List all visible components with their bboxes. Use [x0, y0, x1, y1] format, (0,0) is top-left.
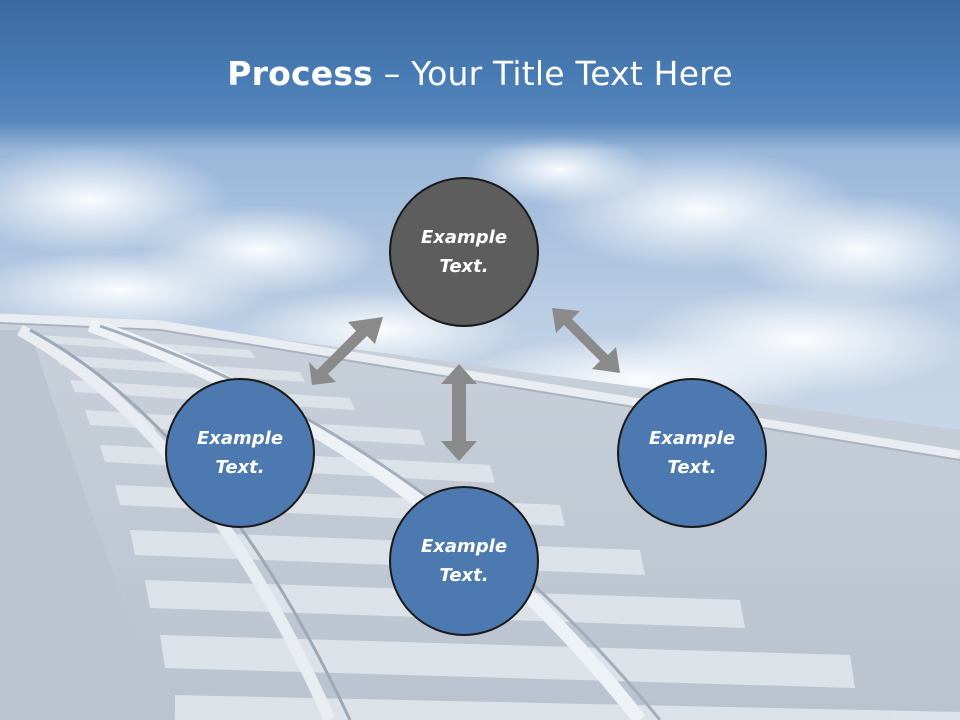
node-bottom-line1: Example	[420, 536, 508, 557]
node-top: Example Text.	[389, 177, 539, 327]
title-bar	[0, 0, 960, 150]
node-top-line1: Example	[420, 227, 508, 248]
node-bottom: Example Text.	[389, 486, 539, 636]
node-bottom-line2: Text.	[439, 565, 489, 586]
slide-title: Process – Your Title Text Here	[0, 52, 960, 96]
node-left: Example Text.	[165, 378, 315, 528]
node-right: Example Text.	[617, 378, 767, 528]
arrow-top-left	[309, 317, 383, 385]
node-top-line2: Text.	[439, 256, 489, 277]
node-right-line2: Text.	[667, 457, 717, 478]
arrow-vertical	[441, 364, 477, 461]
node-left-line1: Example	[196, 428, 284, 449]
title-bold-text: Process	[227, 54, 374, 93]
title-rest-text: – Your Title Text Here	[373, 54, 733, 93]
node-right-line1: Example	[648, 428, 736, 449]
arrow-top-right	[552, 308, 620, 373]
node-left-line2: Text.	[215, 457, 265, 478]
